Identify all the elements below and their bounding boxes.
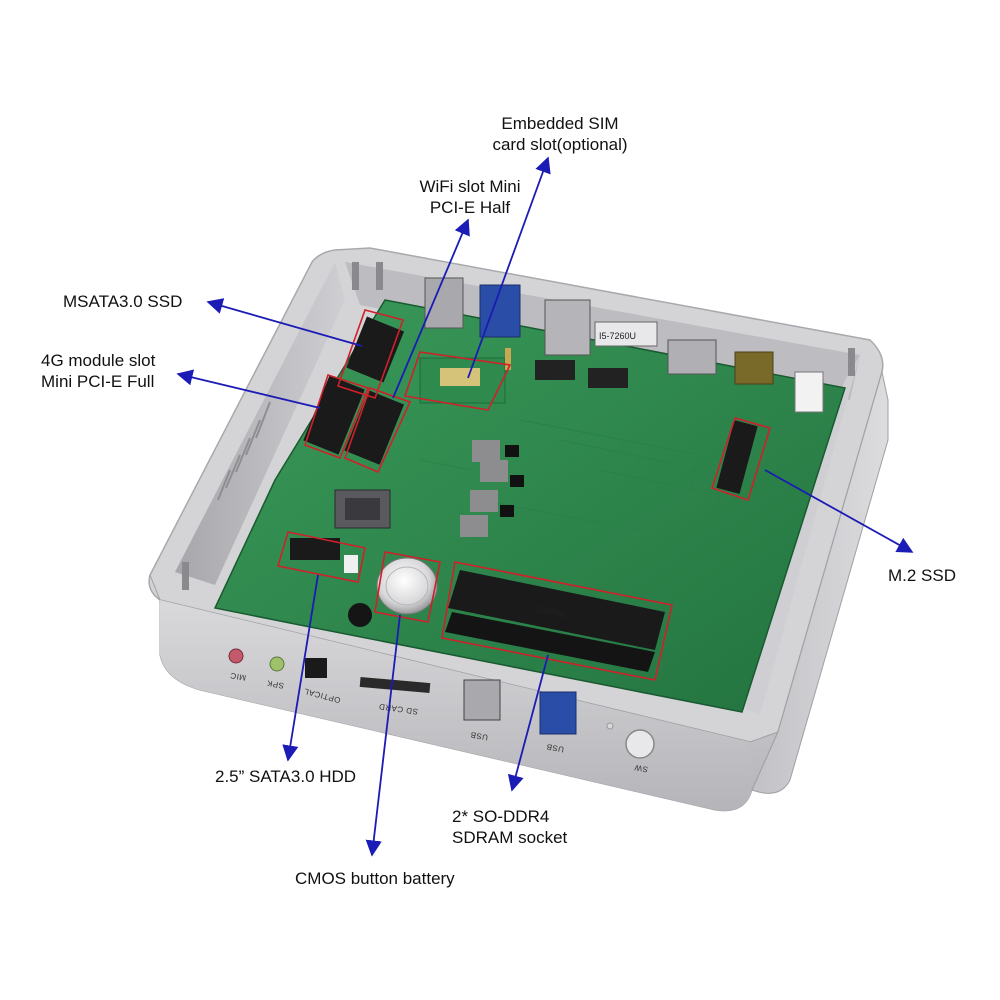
mic-jack[interactable] xyxy=(228,648,244,664)
callout-lte-slot: 4G module slot Mini PCI-E Full xyxy=(41,350,155,392)
power-inductors xyxy=(460,440,524,537)
motherboard: I5-7260U xyxy=(213,277,846,713)
callout-sodimm: 2* SO-DDR4 SDRAM socket xyxy=(452,806,567,848)
standoff-post xyxy=(182,562,189,590)
highlight-sata xyxy=(276,531,366,583)
cmos-battery-icon xyxy=(376,557,438,615)
led-indicator xyxy=(606,722,614,730)
lan-transformer xyxy=(535,360,575,380)
cpu-label: I5-7260U xyxy=(599,331,636,341)
callout-line: CMOS button battery xyxy=(295,869,455,888)
sata-connector xyxy=(290,538,358,573)
power-button-icon[interactable] xyxy=(625,729,655,759)
dp-port-icon xyxy=(734,351,774,385)
arrow-cmos xyxy=(365,614,401,857)
highlight-msata xyxy=(336,309,405,400)
wifi-sim-area xyxy=(419,348,511,404)
cpu-chip xyxy=(594,321,658,347)
sd-card-slot[interactable] xyxy=(359,676,431,694)
callout-line: WiFi slot Mini xyxy=(419,177,521,196)
standoff-post xyxy=(352,262,359,290)
arrow-wifi xyxy=(392,218,470,399)
callout-line: card slot(optional) xyxy=(492,135,628,154)
power-connector-icon xyxy=(794,371,824,413)
callout-line: 2.5” SATA3.0 HDD xyxy=(215,767,357,786)
usb-port-icon[interactable] xyxy=(539,691,577,735)
highlight-sodimm xyxy=(441,561,673,681)
highlight-wifi-sim xyxy=(403,351,512,411)
arrow-sodimm xyxy=(507,654,549,792)
callout-arrows xyxy=(176,156,914,857)
arrow-sata xyxy=(282,574,319,762)
hdmi-port-icon xyxy=(667,339,717,375)
front-panel: MIC SPK OPTICAL SD CARD USB USB SW xyxy=(228,648,655,774)
callout-msata: MSATA3.0 SSD xyxy=(63,291,182,312)
usb-port-icon[interactable] xyxy=(463,679,501,721)
highlight-boxes xyxy=(276,309,772,681)
callout-line: SDRAM socket xyxy=(452,828,568,847)
spk-label: SPK xyxy=(266,678,285,690)
lan-port-icon xyxy=(544,299,591,356)
optical-port[interactable] xyxy=(305,658,327,678)
callout-sata-hdd: 2.5” SATA3.0 HDD xyxy=(215,766,356,787)
chipset xyxy=(334,489,391,529)
highlight-m2 xyxy=(710,417,772,502)
callout-line: 4G module slot xyxy=(41,351,156,370)
callout-wifi-slot: WiFi slot Mini PCI-E Half xyxy=(405,176,535,218)
arrow-msata xyxy=(206,298,363,347)
lte-slot xyxy=(303,375,404,465)
spk-jack[interactable] xyxy=(269,656,285,672)
callout-line: Embedded SIM xyxy=(501,114,619,133)
highlight-lte-right xyxy=(343,386,412,474)
callout-embedded-sim: Embedded SIM card slot(optional) xyxy=(485,113,635,155)
usb-left-label: USB xyxy=(470,730,489,742)
callout-cmos: CMOS button battery xyxy=(295,868,455,889)
msata-slot xyxy=(346,316,405,383)
callout-line: MSATA3.0 SSD xyxy=(63,292,183,311)
so-dimm-socket: SAPHB xyxy=(445,570,665,672)
lan-transformer xyxy=(588,368,628,388)
callout-line: 2* SO-DDR4 xyxy=(452,807,550,826)
callout-line: Mini PCI-E Full xyxy=(41,372,155,391)
mic-label: MIC xyxy=(229,671,246,683)
usb-port-icon xyxy=(424,277,464,329)
m2-slot xyxy=(716,420,758,494)
standoff-post xyxy=(376,262,383,290)
callout-m2: M.2 SSD xyxy=(888,565,956,586)
callout-line: M.2 SSD xyxy=(888,566,957,585)
vent-slots xyxy=(217,401,271,501)
chassis-front-panel xyxy=(160,600,752,811)
arrow-embedded-sim xyxy=(467,156,551,379)
chassis-right-face xyxy=(751,371,889,794)
chassis-inner-left-wall xyxy=(175,262,345,585)
standoff-post xyxy=(848,348,855,376)
highlight-battery xyxy=(374,551,441,623)
buzzer xyxy=(348,603,372,627)
sw-label: SW xyxy=(634,763,649,774)
usb-right-label: USB xyxy=(546,742,565,754)
highlight-lte-left xyxy=(303,373,370,460)
arrow-m2 xyxy=(764,469,914,553)
arrow-lte xyxy=(176,369,321,409)
callout-line: PCI-E Half xyxy=(429,198,511,217)
